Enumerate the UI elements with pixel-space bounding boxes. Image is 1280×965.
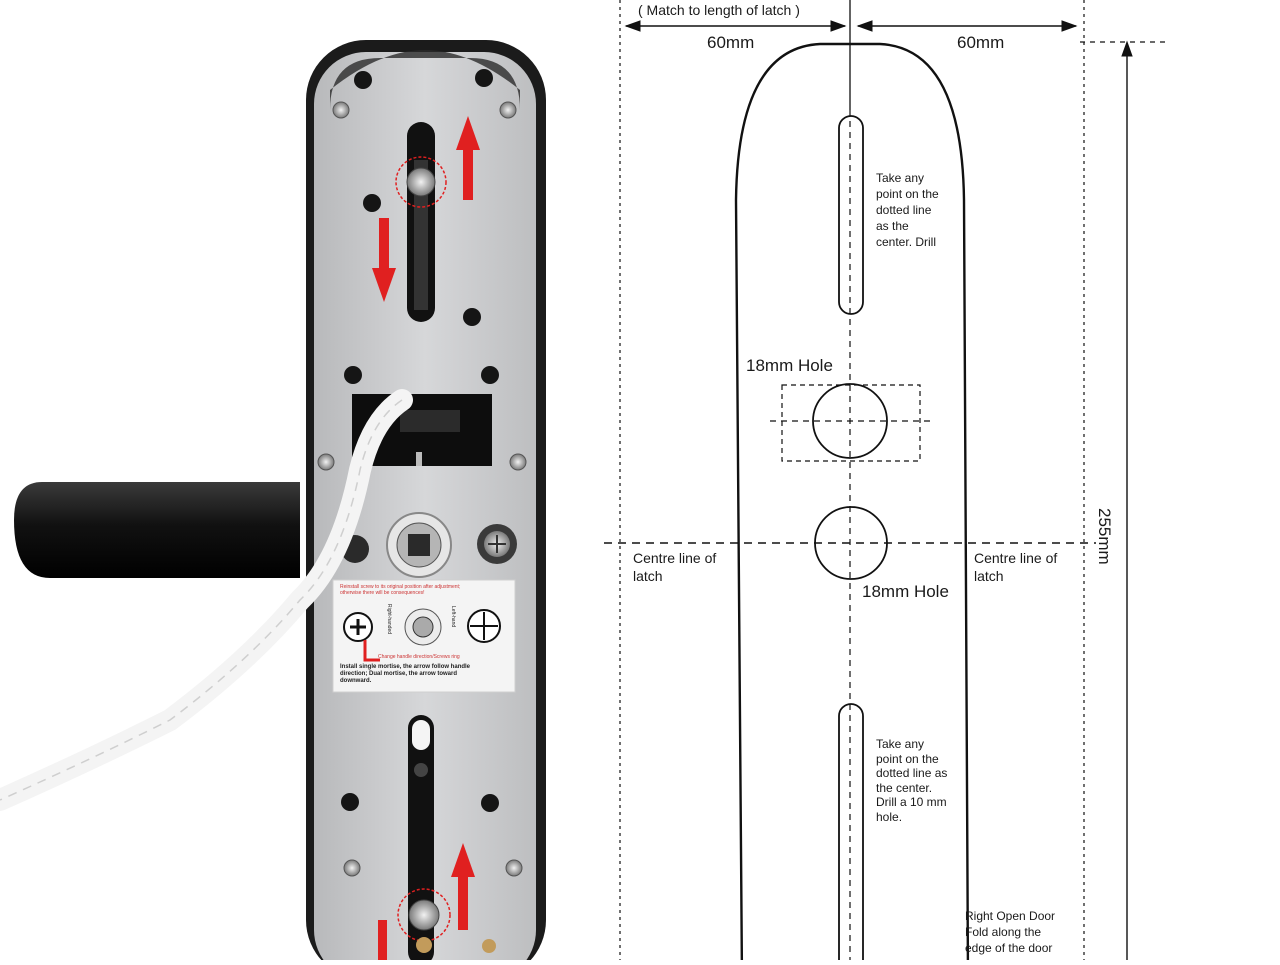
sticker-change: Change handle direction/Screws ring [378, 654, 460, 660]
sticker-install-2: direction; Dual mortise, the arrow towar… [340, 671, 458, 677]
centre-line-left-2: latch [633, 568, 663, 584]
mounting-holes [341, 69, 499, 812]
right-width-label: 60mm [957, 33, 1005, 52]
sticker-warning-1: Reinstall screw to its original position… [340, 584, 461, 590]
centre-line-left-label: Centre line of latch [633, 549, 716, 585]
match-length-note: ( Match to length of latch ) [638, 2, 800, 18]
corner-screws [317, 101, 527, 877]
lever-handle [14, 482, 300, 578]
template-outline [734, 42, 970, 965]
sticker-install-3: downward. [340, 678, 372, 684]
bottom-slot-note-3: dotted line as [876, 766, 948, 780]
upper-hole [812, 383, 888, 459]
fold-note: Right Open Door Fold along the edge of t… [965, 908, 1055, 956]
bottom-slot-note-4: the center. [876, 780, 933, 795]
sticker-warning-2: otherwise there will be consequences! [340, 590, 425, 596]
fold-note-2: Fold along the [965, 925, 1042, 939]
bottom-slot-screw [408, 899, 440, 931]
top-slot-note: Take any point on the dotted line as the… [876, 170, 939, 250]
top-slot-note-3: dotted line [876, 203, 932, 217]
lower-hole [814, 506, 888, 580]
upper-hole-label: 18mm Hole [746, 356, 833, 375]
sticker-left-hand: Left-hand [450, 606, 456, 628]
template-bottom-slot [838, 703, 864, 965]
up-arrow-top [456, 116, 480, 200]
up-arrow-bottom [451, 843, 475, 930]
bottom-slot-note-2: point on the [876, 751, 939, 766]
down-arrow-top [372, 218, 396, 302]
bottom-slot-note-6: hole. [876, 809, 903, 824]
fold-note-1: Right Open Door [965, 909, 1056, 923]
centre-line-right-1: Centre line of [974, 550, 1058, 566]
left-width-label: 60mm [707, 33, 755, 52]
sticker-right-handed: Right-handed [386, 604, 392, 635]
top-slot-screw [406, 167, 436, 197]
top-slot-note-1: Take any [876, 171, 925, 185]
sticker-warning: Reinstall screw to its original position… [340, 584, 510, 596]
bottom-slot-note: Take any point on the dotted line as the… [876, 737, 947, 824]
lower-hole-label: 18mm Hole [862, 582, 949, 601]
sticker-install-1: Install single mortise, the arrow follow… [340, 664, 471, 670]
inner-plate [314, 52, 536, 965]
top-slot-note-2: point on the [876, 187, 939, 201]
drilling-template [604, 0, 1165, 965]
template-top-slot [838, 115, 864, 315]
centre-line-left-1: Centre line of [633, 550, 717, 566]
height-label: 255mm [1095, 508, 1114, 565]
lock-back-plate [0, 40, 546, 965]
centre-line-right-2: latch [974, 568, 1004, 584]
sticker-install: Install single mortise, the arrow follow… [340, 664, 512, 685]
down-arrow-bottom [378, 920, 387, 960]
centre-line-right-label: Centre line of latch [974, 549, 1057, 585]
fold-note-3: edge of the door [965, 941, 1053, 955]
bottom-slot-note-5: Drill a 10 mm [876, 795, 947, 809]
top-slot-note-4: as the [876, 219, 909, 233]
top-slot-note-5: center. Drill [876, 235, 937, 249]
bottom-slot-note-1: Take any [876, 737, 925, 751]
